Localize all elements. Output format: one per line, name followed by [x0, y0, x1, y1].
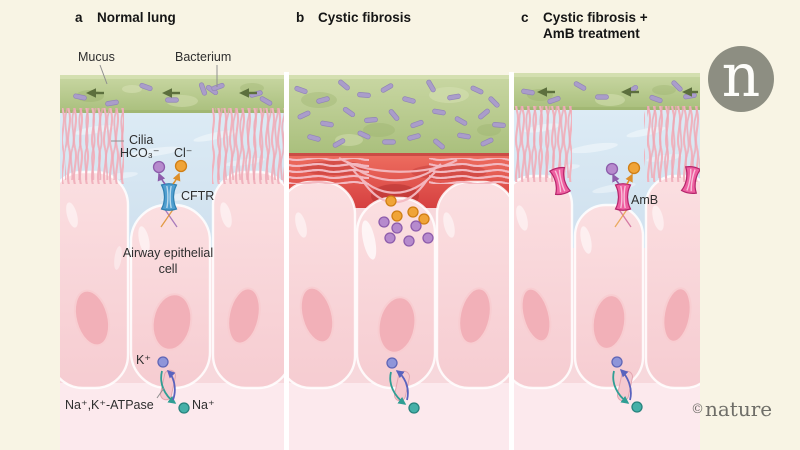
- bicarbonate-ion: [152, 160, 166, 174]
- cftr-channel-icon: [160, 183, 178, 228]
- cilia-label: Cilia: [129, 133, 154, 147]
- nature-logo-letter: n: [721, 41, 761, 111]
- potassium-ion: [386, 357, 398, 369]
- panel-divider: [284, 72, 289, 450]
- epithelial-cells: [60, 170, 284, 390]
- atpase-label: Na⁺,K⁺-ATPase: [65, 398, 154, 412]
- basal-strip: [514, 383, 700, 450]
- nature-credit: ©nature: [691, 397, 772, 421]
- credit-name: nature: [705, 397, 773, 421]
- trapped-ions: [378, 195, 434, 247]
- bicarbonate-ion: [605, 162, 619, 176]
- cftr-label: CFTR: [181, 189, 215, 203]
- bicarbonate-label: HCO₃⁻: [120, 146, 160, 160]
- panel-b-illustration: [289, 75, 509, 450]
- panel-c-title-line2: AmB treatment: [543, 26, 640, 41]
- chloride-label: Cl⁻: [174, 146, 193, 160]
- panel-b-header: b Cystic fibrosis: [296, 10, 411, 26]
- panel-b-title: Cystic fibrosis: [318, 10, 412, 25]
- potassium-label: K⁺: [136, 353, 151, 367]
- secreted-ions: [605, 161, 641, 185]
- nature-logo: n: [708, 46, 774, 112]
- amb-channel-icon: [614, 183, 632, 228]
- secreted-ions: [152, 159, 188, 185]
- panel-a-header: a Normal lung: [75, 10, 176, 26]
- bacteria: [294, 79, 506, 150]
- airway-epithelial-cell-label: Airway epithelial cell: [122, 246, 214, 276]
- mucus-flow-arrows: [537, 87, 698, 97]
- chloride-ion: [174, 159, 188, 173]
- bacteria: [521, 80, 697, 105]
- panel-c-tag: c: [521, 10, 529, 25]
- potassium-ion: [157, 356, 169, 368]
- panel-b-tag: b: [296, 10, 305, 25]
- panel-a-title: Normal lung: [97, 10, 176, 25]
- bacterium-label: Bacterium: [175, 50, 232, 64]
- amb-label: AmB: [631, 193, 659, 207]
- sodium-ion: [408, 402, 420, 414]
- amb-channel-icon: [548, 166, 572, 196]
- mucus-label: Mucus: [78, 50, 115, 64]
- sodium-ion: [178, 402, 190, 414]
- amb-channel-icon: [680, 166, 700, 194]
- epithelial-cells: [514, 174, 700, 390]
- panel-divider: [509, 72, 514, 450]
- mucus-flow-arrows: [86, 88, 257, 98]
- sodium-label: Na⁺: [192, 398, 215, 412]
- label-pointer-lines: [99, 64, 218, 399]
- panel-a-illustration: [60, 64, 284, 450]
- chloride-ion: [627, 161, 641, 175]
- panel-normal-lung: a Normal lung Mucus Bacterium Cilia HCO₃…: [60, 0, 284, 450]
- panel-c-header: c Cystic fibrosis + AmB treatment: [521, 10, 648, 42]
- panel-a-tag: a: [75, 10, 83, 25]
- panel-c-illustration: [514, 73, 700, 450]
- sodium-potassium-pump: [611, 356, 643, 413]
- panel-cystic-fibrosis: b Cystic fibrosis: [289, 0, 509, 450]
- epithelial-cells: [289, 180, 509, 390]
- panel-amb-treatment: c Cystic fibrosis + AmB treatment AmB: [514, 0, 700, 450]
- copyright-symbol: ©: [691, 402, 705, 417]
- panel-c-title-line1: Cystic fibrosis +: [543, 10, 648, 25]
- potassium-ion: [611, 356, 623, 368]
- sodium-ion: [631, 401, 643, 413]
- sodium-potassium-pump: [386, 357, 420, 414]
- cilia: [62, 108, 284, 184]
